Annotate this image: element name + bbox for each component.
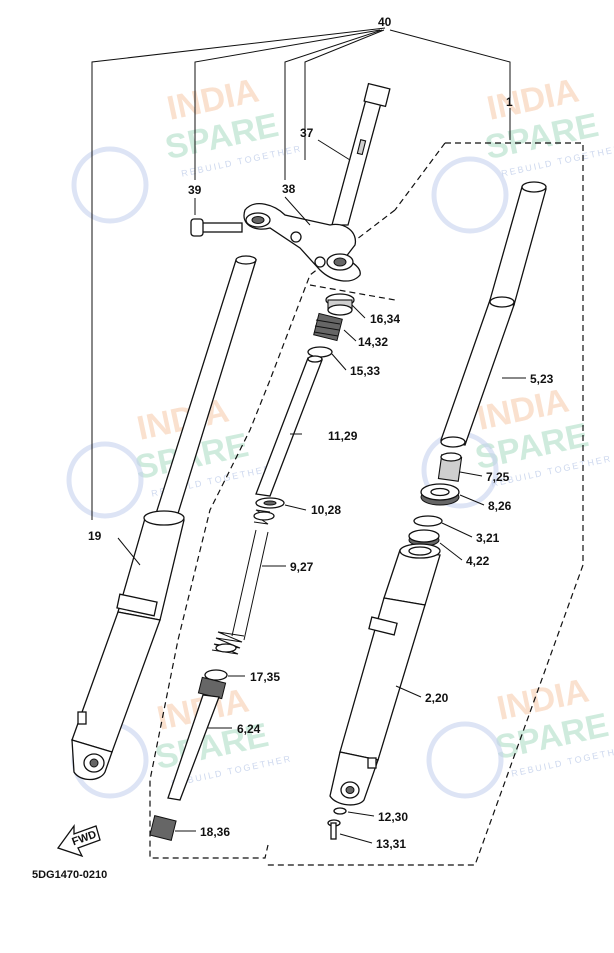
callout-17-35: 17,35 bbox=[250, 670, 280, 684]
inner-parts-dashed-outline bbox=[149, 209, 396, 859]
drawing-code: 5DG1470-0210 bbox=[32, 869, 107, 881]
slide-bushing bbox=[437, 452, 463, 482]
piston-ring bbox=[204, 669, 228, 681]
dust-seal bbox=[408, 529, 440, 547]
callout-19: 19 bbox=[88, 529, 102, 543]
callout-5-23: 5,23 bbox=[530, 372, 554, 386]
oil-seal bbox=[420, 483, 460, 506]
rebound-spring bbox=[149, 815, 177, 841]
fwd-arrow-icon: FWD bbox=[56, 824, 101, 858]
left-fork-assembly bbox=[71, 255, 257, 781]
callout-14-32: 14,32 bbox=[358, 335, 388, 349]
callout-1: 1 bbox=[506, 95, 513, 109]
cap-bolt bbox=[325, 293, 355, 316]
callout-10-28: 10,28 bbox=[311, 503, 341, 517]
callout-40: 40 bbox=[378, 15, 392, 29]
copper-washer bbox=[333, 807, 347, 815]
callout-11-29: 11,29 bbox=[328, 429, 358, 443]
inner-tube bbox=[440, 181, 547, 448]
washer bbox=[255, 497, 285, 509]
fork-spring bbox=[211, 509, 275, 655]
callout-18-36: 18,36 bbox=[200, 825, 230, 839]
damper-rod bbox=[167, 676, 227, 801]
callout-13-31: 13,31 bbox=[376, 837, 406, 851]
callout-4-22: 4,22 bbox=[466, 554, 490, 568]
callout-37: 37 bbox=[300, 126, 314, 140]
callout-16-34: 16,34 bbox=[370, 312, 400, 326]
spacer-pipe bbox=[255, 355, 323, 497]
callout-2-20: 2,20 bbox=[425, 691, 449, 705]
pinch-bolt bbox=[190, 218, 243, 237]
callout-12-30: 12,30 bbox=[378, 810, 408, 824]
callout-3-21: 3,21 bbox=[476, 531, 500, 545]
callout-39: 39 bbox=[188, 183, 202, 197]
callout-15-33: 15,33 bbox=[350, 364, 380, 378]
o-ring-top bbox=[307, 346, 333, 358]
under-bracket bbox=[243, 203, 361, 282]
spacer-spring-top bbox=[313, 312, 343, 342]
outer-tube bbox=[329, 543, 441, 806]
callout-6-24: 6,24 bbox=[237, 722, 261, 736]
outer-tube-dashed-outline bbox=[265, 142, 584, 866]
callout-9-27: 9,27 bbox=[290, 560, 314, 574]
callout-leaders bbox=[117, 139, 526, 844]
callout-38: 38 bbox=[282, 182, 296, 196]
steering-stem bbox=[331, 82, 391, 226]
drain-bolt bbox=[327, 819, 341, 840]
callout-8-26: 8,26 bbox=[488, 499, 512, 513]
callout-40-leaders bbox=[91, 27, 511, 520]
callout-labels: 40 1 37 39 38 19 16,34 14,32 15,33 11,29… bbox=[88, 15, 554, 851]
callout-7-25: 7,25 bbox=[486, 470, 510, 484]
retaining-clip bbox=[413, 515, 443, 527]
